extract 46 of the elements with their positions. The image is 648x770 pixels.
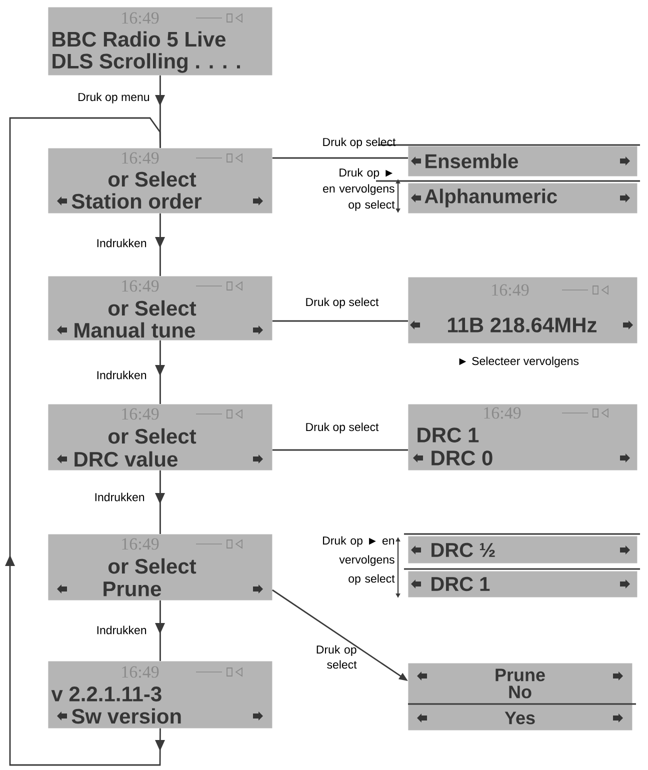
edge-label: Indrukken [97, 626, 146, 634]
edge-label: Druk op select [306, 298, 379, 308]
display-text: DLS Scrolling . . . . [52, 53, 240, 73]
edge-label: Druk op select [316, 645, 357, 669]
arrow [5, 117, 165, 766]
display-text: Alphanumeric [424, 188, 557, 208]
lcd-screen [48, 7, 272, 76]
lcd-screen [48, 534, 272, 600]
lcd-screen [408, 404, 638, 470]
hint-text: ► Selecteer vervolgens [459, 356, 579, 368]
display-text: or Select [108, 428, 196, 444]
display-text: Prune [496, 668, 545, 682]
display-text: DRC 1 [418, 428, 479, 442]
edge-label: Indrukken [95, 492, 144, 502]
arrow [155, 340, 165, 404]
instruction-text: Druk op ► en vervolgens op select [323, 536, 395, 585]
display-text: Sw version [72, 708, 181, 724]
display-text: 11B 218.64MHz [448, 318, 596, 332]
display-text: Manual tune [74, 322, 195, 338]
display-text: Ensemble [426, 154, 518, 168]
display-text: or Select [108, 300, 196, 316]
display-text: No [509, 686, 532, 698]
edge-label: Druk op select [323, 138, 396, 148]
edge-label: Druk op select [306, 422, 379, 434]
arrow [155, 470, 165, 534]
display-text: DRC 0 [432, 450, 492, 466]
display-text: Prune [104, 582, 161, 596]
edge-label: Indrukken [97, 370, 146, 380]
edge-label: Druk op menu [78, 92, 150, 104]
arrow [155, 213, 165, 276]
instruction-text: Druk op ► en vervolgens op select [323, 168, 395, 211]
lcd-screen [48, 661, 272, 728]
display-text: v 2.2.1.11-3 [51, 686, 162, 702]
edge-label: Indrukken [97, 238, 146, 248]
lcd-screen [48, 276, 272, 340]
display-text: or Select [108, 171, 196, 187]
lcd-screen [48, 148, 272, 214]
display-text: BBC Radio 5 Live [52, 31, 226, 47]
display-text: or Select [108, 558, 196, 574]
display-text: Yes [504, 712, 535, 724]
arrow [155, 600, 165, 661]
display-text: DRC value [74, 451, 178, 467]
display-text: Station order [72, 193, 202, 209]
display-text: DRC 1 [432, 576, 490, 592]
lcd-screen [48, 404, 272, 470]
display-text: DRC ½ [432, 542, 495, 558]
